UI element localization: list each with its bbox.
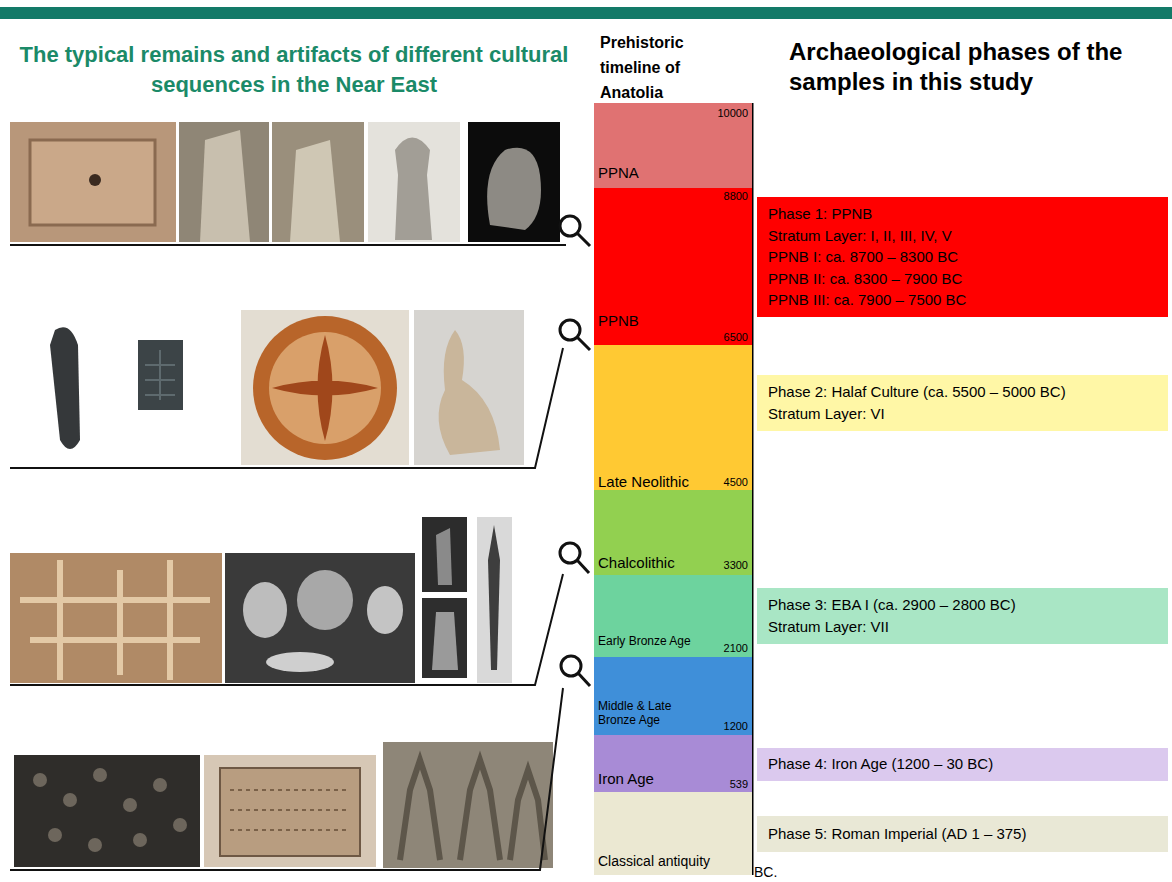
magnifier-icon xyxy=(560,320,590,350)
timeline-period: 10000PPNA xyxy=(594,103,752,188)
column-header: Archaeological phases of the samples in … xyxy=(789,37,1125,97)
phase-box: Phase 2: Halaf Culture (ca. 5500 – 5000 … xyxy=(757,375,1168,431)
year-marker: 4500 xyxy=(724,476,748,489)
leader-line xyxy=(10,574,563,685)
timeline-period: Middle & Late Bronze Age 1200 xyxy=(594,657,752,735)
phase-text: PPNB III: ca. 7900 – 7500 BC xyxy=(768,289,1157,311)
year-marker: 6500 xyxy=(724,331,748,344)
phase-text: Phase 5: Roman Imperial (AD 1 – 375) xyxy=(768,823,1157,845)
period-label: Late Neolithic xyxy=(598,473,689,490)
axis-unit: BC. xyxy=(754,864,777,880)
period-label: Iron Age xyxy=(598,770,654,787)
phase-box: Phase 5: Roman Imperial (AD 1 – 375) xyxy=(757,816,1168,852)
period-label: PPNA xyxy=(598,164,639,181)
period-label: PPNB xyxy=(598,312,639,329)
magnifier-icon xyxy=(561,656,590,686)
period-label: Middle & Late Bronze Age xyxy=(598,700,710,728)
phase-text: PPNB II: ca. 8300 – 7900 BC xyxy=(768,268,1157,290)
figure-title: The typical remains and artifacts of dif… xyxy=(14,40,574,100)
phase-text: Phase 2: Halaf Culture (ca. 5500 – 5000 … xyxy=(768,381,1157,403)
iron-age-photos xyxy=(14,742,553,868)
timeline-period: Iron Age 539 xyxy=(594,735,752,792)
leader-line xyxy=(10,244,566,246)
phase-text: PPNB I: ca. 8700 – 8300 BC xyxy=(768,246,1157,268)
phase-text: Phase 1: PPNB xyxy=(768,203,1157,225)
magnifier-icon xyxy=(560,216,590,246)
phase-text: Stratum Layer: VI xyxy=(768,403,1157,425)
timeline-period: Late Neolithic 4500 xyxy=(594,345,752,492)
timeline-period: 8800PPNB 6500 xyxy=(594,188,752,345)
neolithic-photos xyxy=(50,310,524,465)
phase-box: Phase 1: PPNBStratum Layer: I, II, III, … xyxy=(757,197,1168,317)
leader-line xyxy=(10,688,563,870)
phase-box: Phase 4: Iron Age (1200 – 30 BC) xyxy=(757,748,1168,781)
phase-text: Phase 4: Iron Age (1200 – 30 BC) xyxy=(768,753,1157,775)
leader-line xyxy=(10,348,563,468)
phase-text: Stratum Layer: I, II, III, IV, V xyxy=(768,225,1157,247)
year-marker: 10000 xyxy=(717,107,748,120)
period-label: Early Bronze Age xyxy=(598,635,691,649)
column-header: Prehistoric timeline of Anatolia xyxy=(600,30,712,105)
year-marker: 2100 xyxy=(724,642,748,655)
phase-box: Phase 3: EBA I (ca. 2900 – 2800 BC)Strat… xyxy=(757,588,1168,644)
year-marker: 1200 xyxy=(724,720,748,733)
timeline-period: Classical antiquity xyxy=(594,792,752,875)
ppna-photos xyxy=(10,122,560,242)
period-label: Classical antiquity xyxy=(598,853,710,869)
bronze-age-photos xyxy=(10,517,512,683)
year-marker: 8800 xyxy=(724,190,748,203)
phase-text: Phase 3: EBA I (ca. 2900 – 2800 BC) xyxy=(768,594,1157,616)
period-label: Chalcolithic xyxy=(598,554,675,571)
phase-text: Stratum Layer: VII xyxy=(768,616,1157,638)
year-marker: 539 xyxy=(730,778,748,791)
year-marker: 3300 xyxy=(724,559,748,572)
magnifier-icon xyxy=(560,543,589,573)
timeline-period: Early Bronze Age 2100 xyxy=(594,575,752,657)
timeline-period: Chalcolithic 3300 xyxy=(594,490,752,575)
top-bar xyxy=(0,7,1172,19)
